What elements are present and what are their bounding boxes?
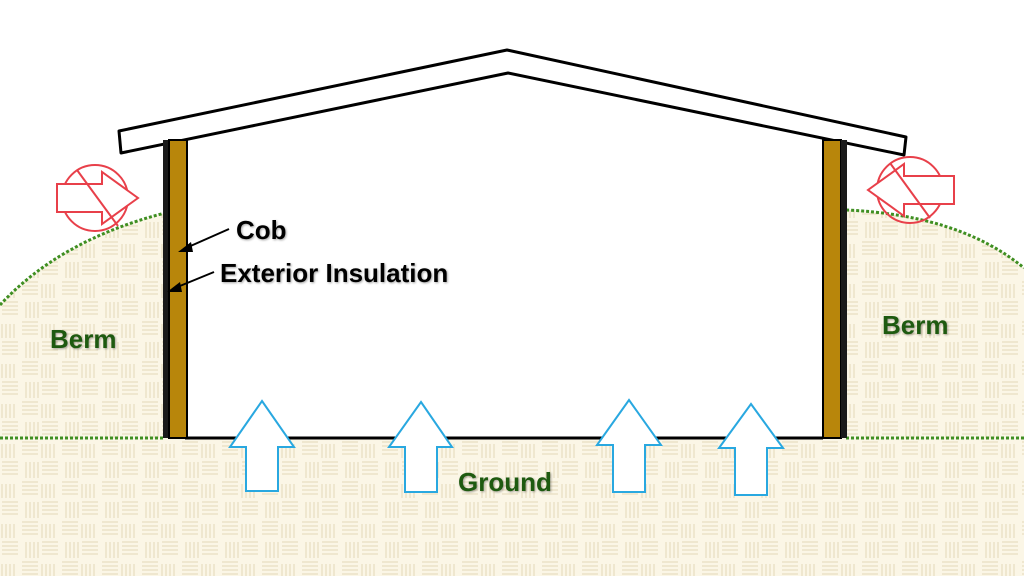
label-berm-right: Berm [882, 310, 948, 340]
label-exterior-insulation: Exterior Insulation [220, 258, 448, 288]
label-berm-left: Berm [50, 324, 116, 354]
label-cob: Cob [236, 215, 287, 245]
roof [117, 48, 908, 157]
insulation-pointer-arrowhead [167, 282, 182, 292]
heat-exchange-icon [56, 164, 140, 232]
up-arrow-icon [595, 398, 663, 493]
label-ground: Ground [458, 467, 552, 497]
berm-right [846, 210, 1024, 438]
right-wall-cob [822, 139, 842, 439]
insulation-pointer-line [174, 271, 215, 289]
berm-left-edge [0, 211, 166, 307]
up-arrow-icon [717, 402, 785, 496]
left-wall-insulation [163, 140, 169, 438]
berm-right-edge [845, 208, 1024, 270]
cob-pointer-arrowhead [178, 242, 193, 252]
cob-pointer-line [185, 228, 230, 249]
up-arrow-icon [228, 399, 296, 492]
right-wall-insulation [841, 140, 847, 438]
up-arrow-icon [387, 400, 454, 493]
berm-left [0, 213, 165, 438]
ground-area [0, 438, 1024, 576]
heat-exchange-icon [866, 156, 955, 224]
